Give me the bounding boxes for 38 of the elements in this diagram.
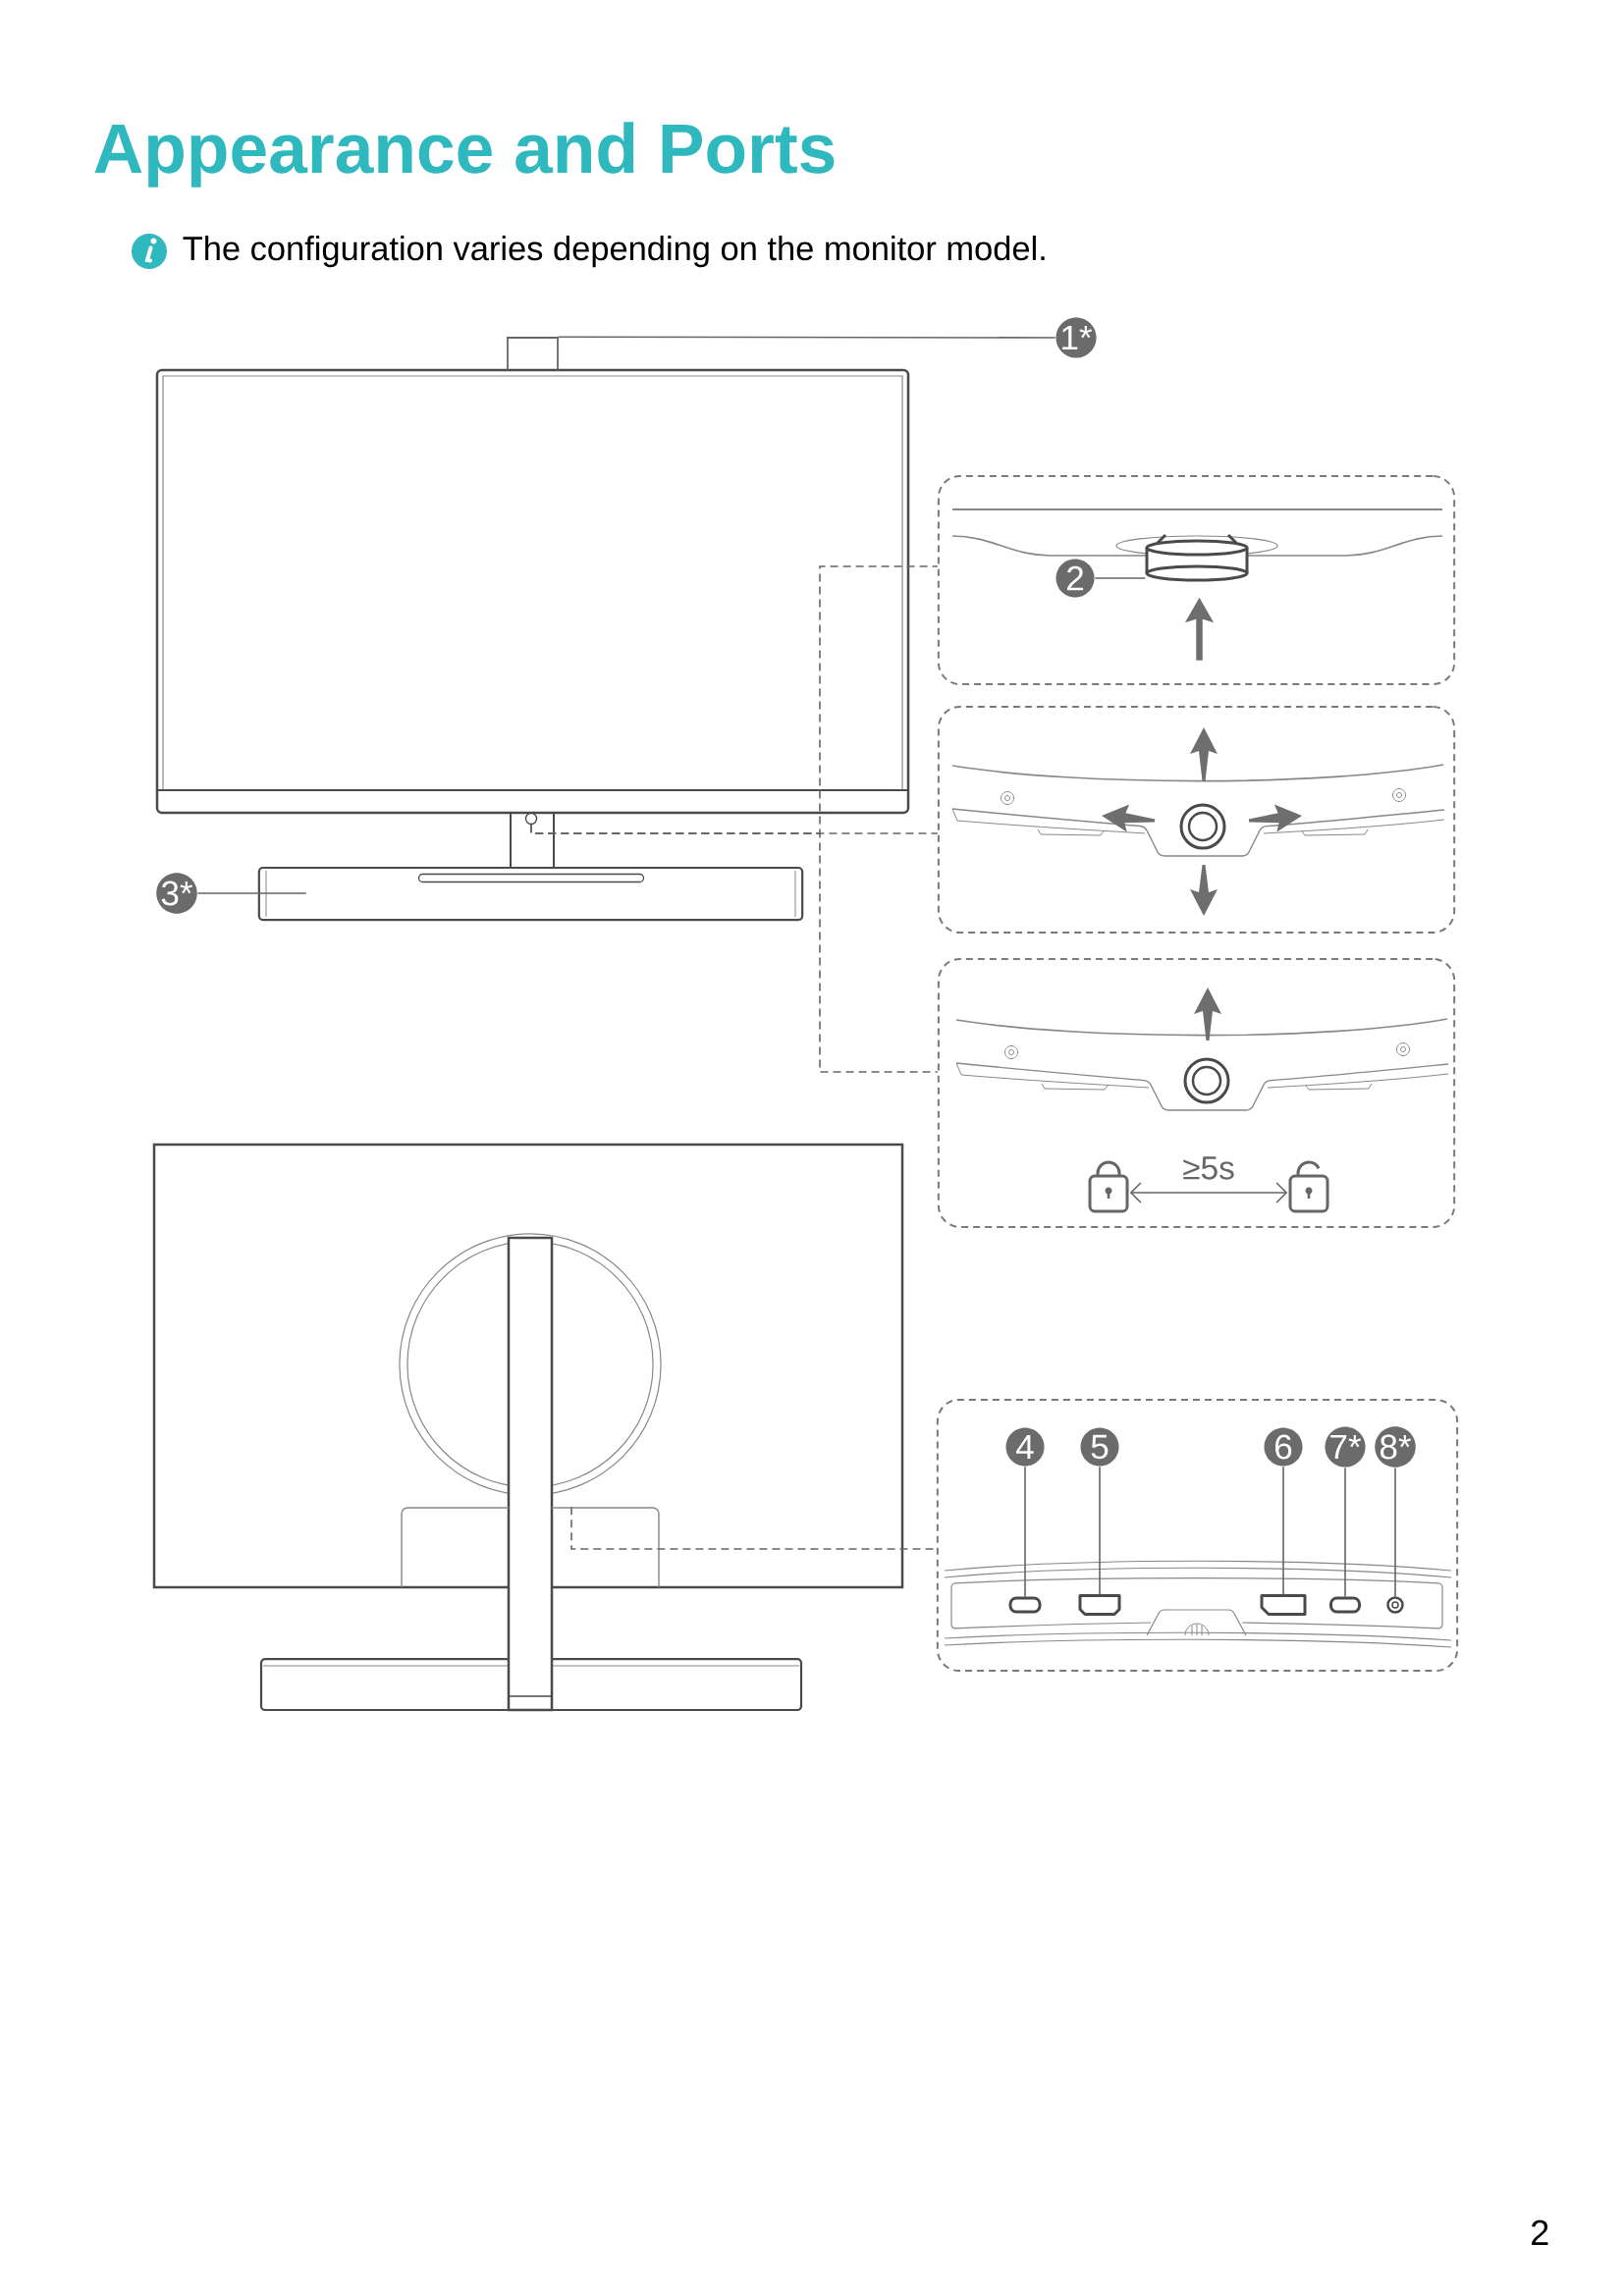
double-arrow (1129, 1182, 1288, 1203)
port-cover (401, 1507, 660, 1588)
port-slot (1329, 1596, 1362, 1614)
leader-line (557, 336, 1056, 339)
padlock-icon (1088, 1160, 1129, 1213)
stand-base (257, 866, 804, 922)
inset-panel (937, 705, 1456, 934)
edge-label: ≥5s (1180, 1154, 1237, 1182)
inset-panel (937, 474, 1456, 686)
pop-up-camera (1145, 533, 1249, 582)
leader-line (1024, 1466, 1026, 1598)
inset-panel (936, 1398, 1459, 1673)
connector-line (530, 824, 939, 1073)
callout-number: 8* (1375, 1426, 1416, 1468)
callout-number: 6 (1264, 1427, 1303, 1467)
note-text: The configuration varies depending on the monitor model. (183, 236, 1045, 268)
callout-number: 4 (1005, 1427, 1045, 1467)
leader-line (1282, 1466, 1284, 1596)
title: Appearance and Ports (94, 122, 835, 187)
port-slot (1078, 1594, 1121, 1616)
audio-jack (1386, 1596, 1404, 1614)
leader-line (1344, 1467, 1346, 1598)
port-slot (1008, 1596, 1042, 1614)
inset-panel (937, 957, 1456, 1229)
leader-line (1394, 1467, 1396, 1598)
callout-number: 1* (1056, 317, 1097, 358)
callout-number: 7* (1325, 1426, 1366, 1468)
port-slot (1260, 1594, 1307, 1616)
camera-outline (507, 337, 559, 371)
leader-line (1099, 1466, 1101, 1596)
leader-line (1094, 577, 1147, 579)
page-number: 2 (1532, 2219, 1548, 2245)
callout-number: 5 (1080, 1427, 1119, 1467)
joystick (524, 812, 538, 826)
callout-number: 2 (1056, 559, 1095, 598)
callout-number: 3* (156, 873, 197, 914)
open-padlock-icon (1288, 1160, 1329, 1213)
leader-line (196, 892, 307, 894)
